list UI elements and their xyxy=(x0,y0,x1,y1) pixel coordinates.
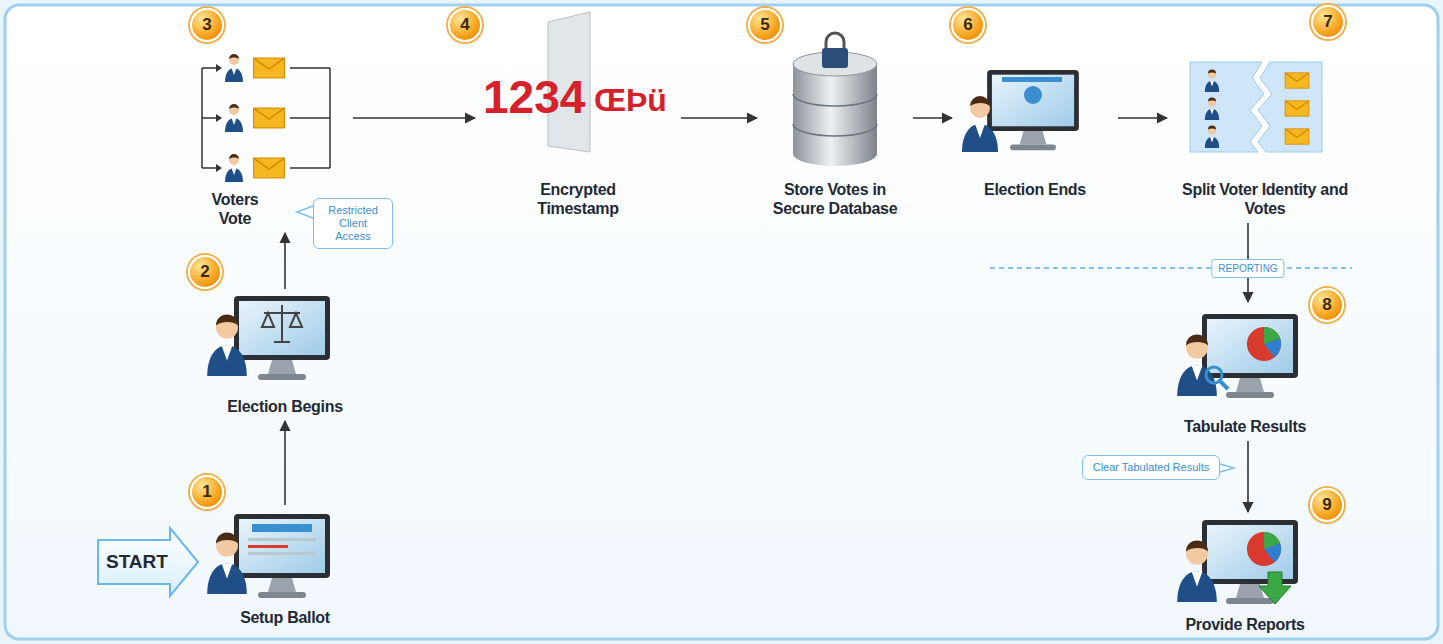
flow-arrow xyxy=(353,117,475,119)
step-label: Tabulate Results xyxy=(1170,417,1320,436)
step-label: Setup Ballot xyxy=(200,608,370,627)
flow-arrow xyxy=(284,421,286,505)
section-label: REPORTING xyxy=(1211,259,1284,278)
step-label: Election Ends xyxy=(955,180,1115,199)
callout-number: 5 xyxy=(748,8,782,42)
step-label: Provide Reports xyxy=(1170,615,1320,634)
step-label: Store Votes in Secure Database xyxy=(760,180,910,218)
start-label: START xyxy=(106,551,168,573)
callout-note: Clear Tabulated Results xyxy=(1082,455,1220,480)
callout-number: 9 xyxy=(1310,488,1344,522)
step-label: Encrypted Timestamp xyxy=(523,180,633,218)
encrypted-text: 1234 xyxy=(483,74,585,120)
process-step: Split Voter Identity and Votes xyxy=(1170,40,1360,220)
process-step: Tabulate Results xyxy=(1170,305,1320,438)
process-step: Encrypted Timestamp xyxy=(478,45,678,220)
callout-number: 3 xyxy=(190,8,224,42)
callout-number: 8 xyxy=(1310,288,1344,322)
step-label: Election Begins xyxy=(200,397,370,416)
encrypted-text: ŒÞü xyxy=(594,84,667,116)
process-step: Election Begins xyxy=(200,292,370,418)
step-label: Split Voter Identity and Votes xyxy=(1175,180,1355,218)
callout-number: 2 xyxy=(188,255,222,289)
process-step: Provide Reports xyxy=(1170,515,1320,636)
flow-arrow xyxy=(681,117,757,119)
process-step: Store Votes in Secure Database xyxy=(760,40,910,220)
flow-arrow xyxy=(1247,441,1249,512)
flow-arrow xyxy=(1118,117,1167,119)
callout-number: 1 xyxy=(190,475,224,509)
callout-number: 7 xyxy=(1311,5,1345,39)
flow-arrow xyxy=(913,117,952,119)
callout-number: 4 xyxy=(448,8,482,42)
process-step: Setup Ballot xyxy=(200,508,370,629)
callout-note: Restricted Client Access xyxy=(313,198,393,249)
process-step: Election Ends xyxy=(955,62,1115,201)
callout-number: 6 xyxy=(951,8,985,42)
step-label: Voters Vote xyxy=(195,190,275,228)
flow-arrow xyxy=(284,233,286,289)
